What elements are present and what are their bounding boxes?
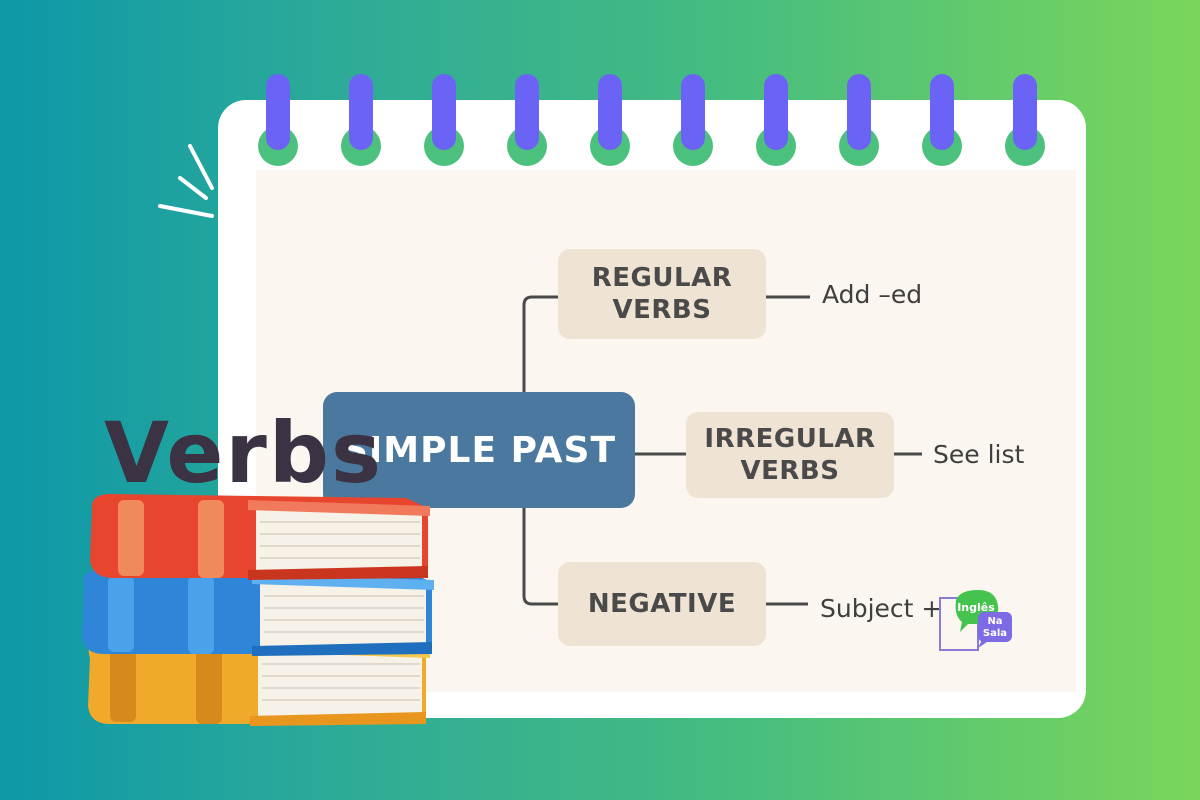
spiral-ring [930, 74, 954, 150]
branch-label-line1: NEGATIVE [587, 589, 737, 619]
spiral-ring [1013, 74, 1037, 150]
spiral-ring [764, 74, 788, 150]
branch-label-line2: VERBS [740, 456, 840, 486]
spiral-ring [266, 74, 290, 150]
sparkle-decoration [158, 144, 214, 218]
spiral-ring [598, 74, 622, 150]
branch-node-negative: NEGATIVE [558, 562, 766, 646]
branch-label-line2: VERBS [612, 295, 712, 325]
spiral-ring [681, 74, 705, 150]
branch-label-line1: REGULAR [591, 263, 733, 293]
spiral-ring [349, 74, 373, 150]
ingles-na-sala-logo: Inglês Na Sala [939, 590, 1012, 651]
logo-text-na: Na [987, 616, 1002, 627]
leaf-text-regular: Add –ed [822, 280, 923, 309]
center-node-label: SIMPLE PAST [341, 429, 617, 471]
leaf-text-irregular: See list [933, 440, 1025, 469]
logo-text-ingles: Inglês [957, 601, 995, 614]
branch-label-line1: IRREGULAR [704, 424, 876, 454]
spiral-ring [847, 74, 871, 150]
spiral-ring [432, 74, 456, 150]
branch-node-irregular-verbs: IRREGULAR VERBS [686, 412, 894, 498]
book-stack-illustration [82, 494, 434, 726]
logo-text-sala: Sala [983, 628, 1007, 639]
leaf-text-negative: Subject + [820, 594, 943, 623]
center-node-simple-past: SIMPLE PAST [323, 392, 635, 508]
verbs-title: Verbs [104, 404, 383, 502]
spiral-ring [515, 74, 539, 150]
branch-node-regular-verbs: REGULAR VERBS [558, 249, 766, 339]
